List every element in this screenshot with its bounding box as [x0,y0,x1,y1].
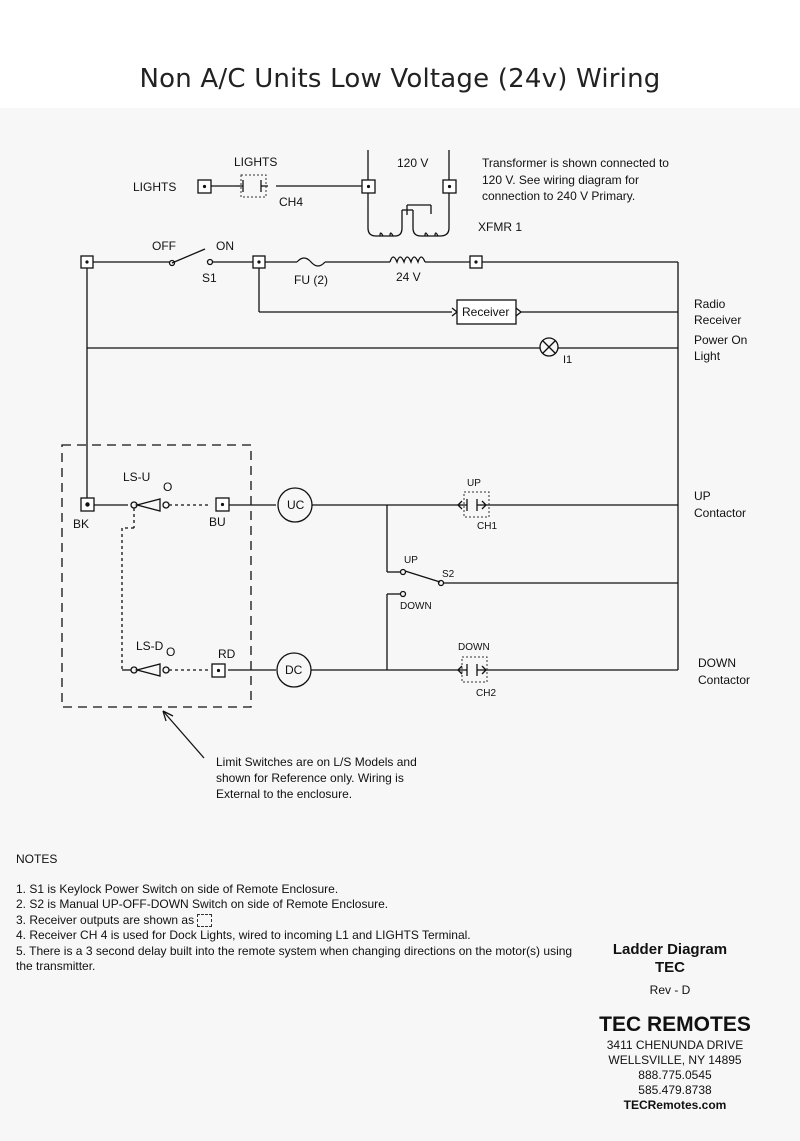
note-text: 3. Receiver outputs are shown as [16,912,195,927]
company-address-2: WELLSVILLE, NY 14895 [608,1053,742,1067]
limit-note-line1: Limit Switches are on L/S Models and [216,755,417,769]
up-contactor-label-2: Contactor [694,506,746,520]
fuse-label: FU (2) [294,273,328,287]
note-item: 3. Receiver outputs are shown as [16,913,576,929]
notes-list: 1. S1 is Keylock Power Switch on side of… [16,882,576,975]
ls-d-o-label: O [166,645,175,659]
ch2-down-label: DOWN [458,642,490,653]
s1-label: S1 [202,271,217,285]
note-item: 1. S1 is Keylock Power Switch on side of… [16,881,339,896]
page-title: Non A/C Units Low Voltage (24v) Wiring [139,64,661,94]
ls-d-label: LS-D [136,639,164,653]
note-item: 2. S2 is Manual UP-OFF-DOWN Switch on si… [16,897,389,911]
ch1-label: CH1 [477,521,497,532]
ladder-diagram: LIGHTS LIGHTS CH4 120 V Transformer is s… [61,150,750,801]
radio-receiver-label-1: Radio [694,297,726,311]
down-contactor-label-2: Contactor [698,673,750,687]
down-contactor-label-1: DOWN [698,656,736,670]
title-block: Ladder Diagram TEC Rev - D [595,941,745,997]
i1-label: I1 [563,354,572,366]
120v-label: 120 V [397,156,428,170]
24v-label: 24 V [396,270,421,284]
s2-down-label: DOWN [400,601,432,612]
uc-coil-label: UC [287,498,305,512]
notes-title: NOTES [16,852,58,866]
note-item: 4. Receiver CH 4 is used for Dock Lights… [16,928,471,942]
receiver-box [456,299,517,325]
company-block: TEC REMOTES 3411 CHENUNDA DRIVE WELLSVIL… [590,1012,760,1113]
notes-section: NOTES 1. S1 is Keylock Power Switch on s… [16,852,576,975]
power-on-light-label-1: Power On [694,333,747,347]
ls-u-label: LS-U [123,470,150,484]
power-on-light-label-2: Light [694,349,721,363]
receiver-output-symbol [197,913,213,927]
ladder-diagram-subtitle: TEC [655,959,685,976]
company-phone-2: 585.479.8738 [638,1083,712,1097]
limit-note-line2: shown for Reference only. Wiring is [216,771,404,785]
radio-receiver-label-2: Receiver [694,313,741,327]
dc-coil-label: DC [285,663,303,677]
ladder-diagram-title: Ladder Diagram [612,941,728,958]
lights-terminal-label: LIGHTS [133,180,176,194]
s2-label: S2 [442,569,455,580]
revision-label: Rev - D [649,983,691,997]
ls-u-o-label: O [163,480,172,494]
bk-label: BK [73,517,89,531]
xfmr-label: XFMR 1 [478,220,522,234]
off-label: OFF [152,239,176,253]
company-address-1: 3411 CHENUNDA DRIVE [606,1038,744,1052]
diagram-sheet [0,108,800,1141]
note-item: 5. There is a 3 second delay built into … [16,943,573,974]
receiver-label: Receiver [462,305,509,319]
xfmr-note-line1: Transformer is shown connected to [482,156,669,170]
ch1-up-label: UP [467,478,481,489]
ch2-label: CH2 [476,688,496,699]
company-name: TEC REMOTES [599,1013,751,1036]
company-website: TECRemotes.com [623,1098,727,1112]
s2-up-label: UP [404,555,418,566]
xfmr-note-line3: connection to 240 V Primary. [482,189,635,203]
xfmr-note-line2: 120 V. See wiring diagram for [482,173,639,187]
ch4-label: CH4 [279,195,303,209]
lights-contact-label: LIGHTS [234,155,277,169]
company-phone-1: 888.775.0545 [638,1068,712,1082]
on-label: ON [216,239,234,253]
rd-label: RD [218,647,236,661]
bu-label: BU [209,515,226,529]
up-contactor-label-1: UP [694,489,711,503]
limit-note-line3: External to the enclosure. [216,787,352,801]
